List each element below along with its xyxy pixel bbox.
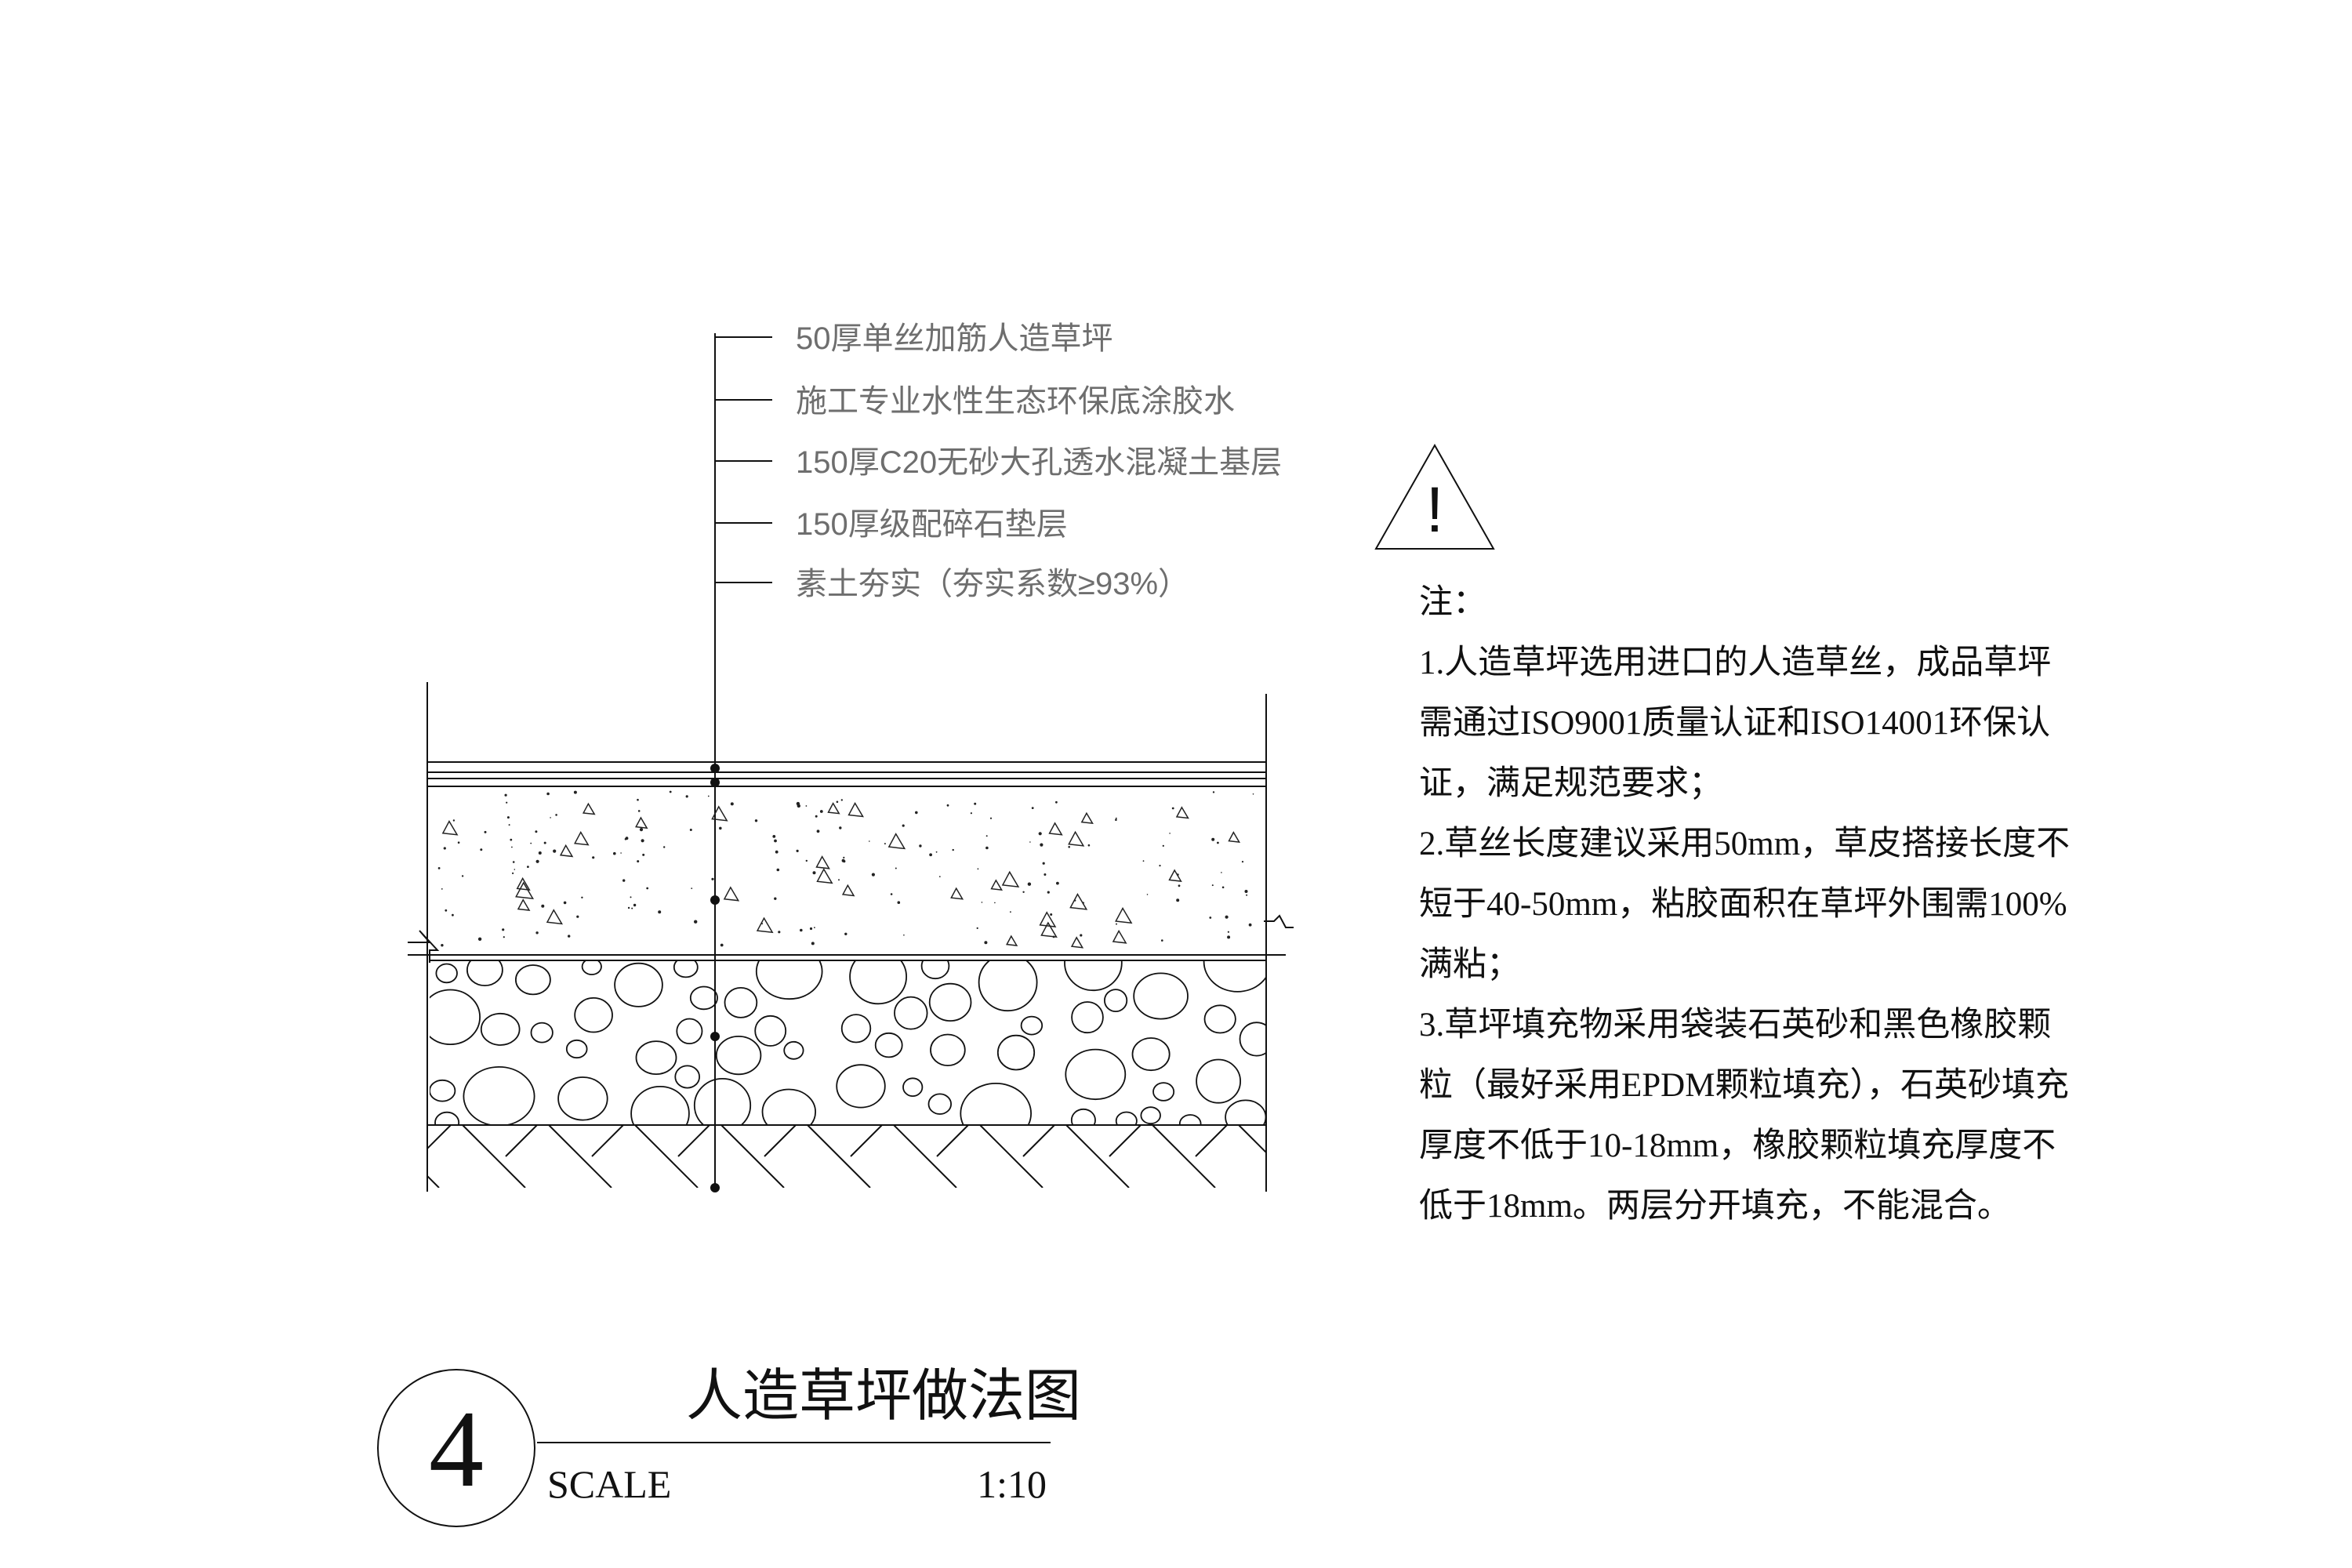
drawing-number-circle — [377, 1369, 535, 1527]
layer-label-gravel: 150厚级配碎石垫层 — [796, 507, 1068, 542]
gravel-layer — [430, 960, 1266, 1125]
layer-label-concrete: 150厚C20无砂大孔透水混凝土基层 — [796, 445, 1282, 480]
note-line: 粒（最好采用EPDM颗粒填充），石英砂填充 — [1419, 1067, 2069, 1104]
concrete-layer — [437, 790, 1254, 949]
break-lines — [408, 914, 1294, 963]
note-line: 厚度不低于10-18mm，橡胶颗粒填充厚度不 — [1419, 1127, 2056, 1164]
turf-layer — [427, 761, 1266, 787]
note-line: 需通过ISO9001质量认证和ISO14001环保认 — [1419, 705, 2051, 742]
layer-label-soil: 素土夯实（夯实系数≥93%） — [796, 567, 1189, 601]
notes-block: 注： 1.人造草坪选用进口的人造草丝，成品草坪 需通过ISO9001质量认证和I… — [1419, 572, 2109, 1236]
warning-icon: ! — [1374, 443, 1495, 550]
scale-value: 1:10 — [977, 1462, 1047, 1506]
note-line: 1.人造草坪选用进口的人造草丝，成品草坪 — [1419, 644, 2052, 681]
note-line: 证，满足规范要求； — [1419, 765, 1722, 802]
soil-layer — [427, 1125, 1266, 1188]
note-line: 2.草丝长度建议采用50mm，草皮搭接长度不 — [1419, 826, 2071, 862]
note-line: 短于40-50mm，粘胶面积在草坪外围需100% — [1419, 886, 2067, 923]
title-block: 4 人造草坪做法图 SCALE 1:10 — [377, 1365, 1081, 1527]
scale-label: SCALE — [547, 1462, 671, 1506]
note-line: 3.草坪填充物采用袋装石英砂和黑色橡胶颗 — [1419, 1007, 2052, 1044]
drawing-title: 人造草坪做法图 — [686, 1365, 1081, 1428]
notes-heading: 注： — [1419, 584, 1486, 621]
note-line: 低于18mm。两层分开填充，不能混合。 — [1419, 1188, 2011, 1225]
drawing-number: 4 — [429, 1388, 484, 1510]
note-line: 满粘； — [1419, 946, 1520, 983]
warning-symbol: ! — [1426, 474, 1444, 546]
layer-label-turf: 50厚单丝加筋人造草坪 — [796, 321, 1113, 356]
layer-label-adhesive: 施工专业水性生态环保底涂胶水 — [796, 384, 1235, 419]
layer-labels: 50厚单丝加筋人造草坪 施工专业水性生态环保底涂胶水 150厚C20无砂大孔透水… — [715, 321, 1282, 601]
leader-dots — [710, 764, 720, 1192]
